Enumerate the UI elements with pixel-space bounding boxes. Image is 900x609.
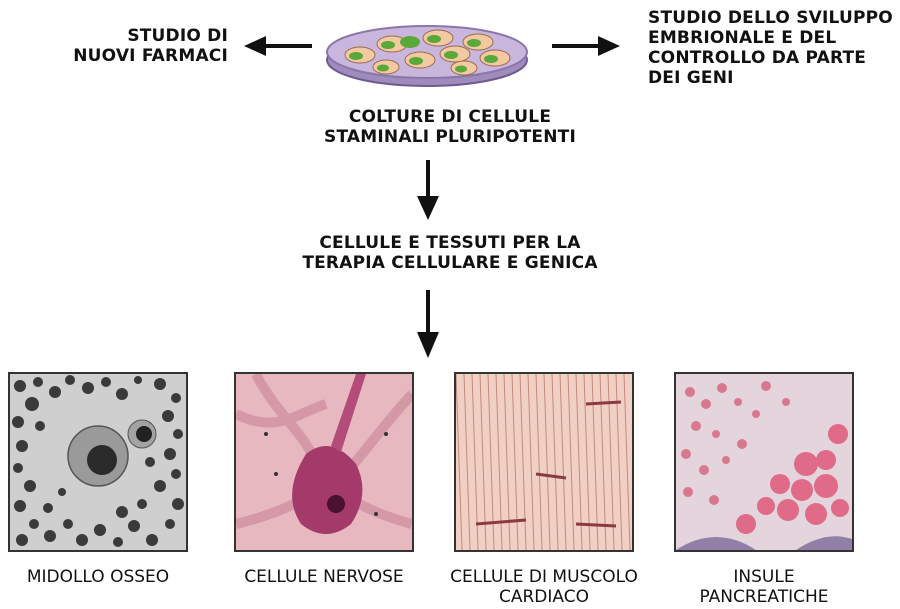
arrow-left — [244, 36, 312, 56]
arrow-down-1 — [417, 160, 439, 220]
arrow-down-2 — [417, 290, 439, 358]
label-therapy: CELLULE E TESSUTI PER LA TERAPIA CELLULA… — [200, 233, 700, 273]
label-line: STUDIO DI — [28, 26, 228, 46]
caption-line: CELLULE NERVOSE — [214, 567, 434, 587]
label-line: COLTURE DI CELLULE — [200, 107, 700, 127]
label-line: STUDIO DELLO SVILUPPO — [648, 8, 898, 28]
caption-line: MIDOLLO OSSEO — [0, 567, 208, 587]
caption-nerve-cells: CELLULE NERVOSE — [214, 567, 434, 587]
label-new-drugs: STUDIO DI NUOVI FARMACI — [28, 26, 228, 66]
caption-line: PANCREATICHE — [654, 587, 874, 607]
caption-line: CELLULE DI MUSCOLO — [434, 567, 654, 587]
label-embryonic-development: STUDIO DELLO SVILUPPO EMBRIONALE E DEL C… — [648, 8, 898, 88]
caption-pancreatic-islets: INSULE PANCREATICHE — [654, 567, 874, 607]
label-line: STAMINALI PLURIPOTENTI — [200, 127, 700, 147]
nerve-cells-image — [234, 372, 414, 552]
label-line: CONTROLLO DA PARTE — [648, 48, 898, 68]
label-line: TERAPIA CELLULARE E GENICA — [200, 253, 700, 273]
label-line: DEI GENI — [648, 68, 898, 88]
pancreatic-islets-image — [674, 372, 854, 552]
caption-bone-marrow: MIDOLLO OSSEO — [0, 567, 208, 587]
label-line: NUOVI FARMACI — [28, 46, 228, 66]
label-stem-cell-cultures: COLTURE DI CELLULE STAMINALI PLURIPOTENT… — [200, 107, 700, 147]
petri-dish — [327, 26, 527, 86]
label-line: CELLULE E TESSUTI PER LA — [200, 233, 700, 253]
caption-cardiac-muscle: CELLULE DI MUSCOLO CARDIACO — [434, 567, 654, 607]
caption-line: CARDIACO — [434, 587, 654, 607]
bone-marrow-image — [8, 372, 188, 552]
caption-line: INSULE — [654, 567, 874, 587]
cardiac-muscle-image — [454, 372, 634, 552]
label-line: EMBRIONALE E DEL — [648, 28, 898, 48]
arrow-right — [552, 36, 620, 56]
